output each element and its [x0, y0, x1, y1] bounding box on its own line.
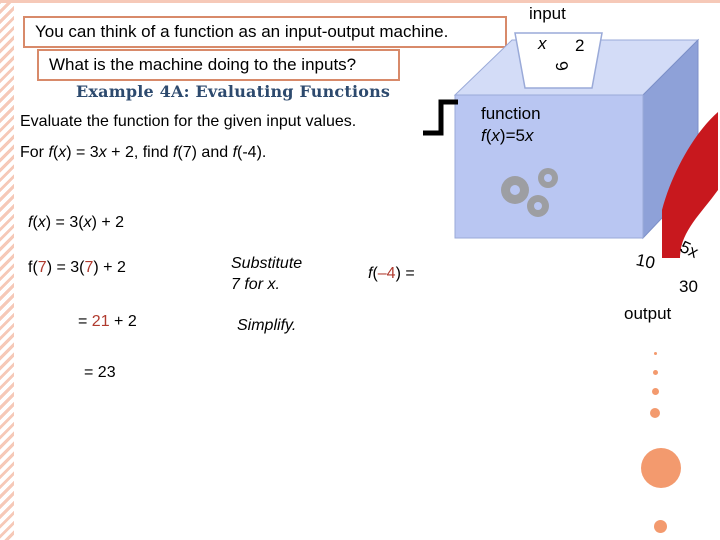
example-title: Example 4A: Evaluating Functions — [76, 82, 391, 101]
callout-question: What is the machine doing to the inputs? — [37, 49, 400, 81]
callout-text: You can think of a function as an input-… — [35, 22, 449, 41]
function-machine — [423, 32, 718, 258]
instruction-line-2: For f(x) = 3x + 2, find f(7) and f(-4). — [20, 144, 267, 161]
machine-output-label: output — [624, 304, 672, 323]
instruction-line-1: Evaluate the function for the given inpu… — [20, 113, 357, 130]
callout-function-machine: You can think of a function as an input-… — [23, 16, 507, 48]
machine-input-2: 2 — [575, 36, 585, 55]
machine-output-30: 30 — [679, 277, 698, 296]
step-multiply: = 21 + 2 — [78, 313, 137, 330]
machine-input-label: input — [529, 4, 566, 23]
left-border-decoration — [0, 0, 14, 540]
machine-function-label: function — [481, 104, 541, 123]
function-definition: f(x) = 3(x) + 2 — [28, 214, 125, 231]
note-substitute: Substitute 7 for x. — [231, 255, 303, 293]
top-border-decoration — [0, 0, 720, 3]
step-substitute: f(7) = 3(7) + 2 — [28, 259, 126, 276]
machine-input-x: x — [538, 34, 547, 53]
output-chute — [662, 112, 718, 258]
callout-question-text: What is the machine doing to the inputs? — [49, 55, 357, 74]
machine-function-rule: f(x)=5x — [481, 126, 534, 145]
gears-icon — [501, 168, 558, 217]
input-funnel — [514, 32, 603, 89]
machine-front — [454, 94, 644, 239]
note-simplify: Simplify. — [237, 317, 297, 334]
cable-icon — [423, 99, 458, 136]
second-evaluation: f(–4) = — [368, 265, 415, 282]
step-result: = 23 — [84, 364, 116, 381]
